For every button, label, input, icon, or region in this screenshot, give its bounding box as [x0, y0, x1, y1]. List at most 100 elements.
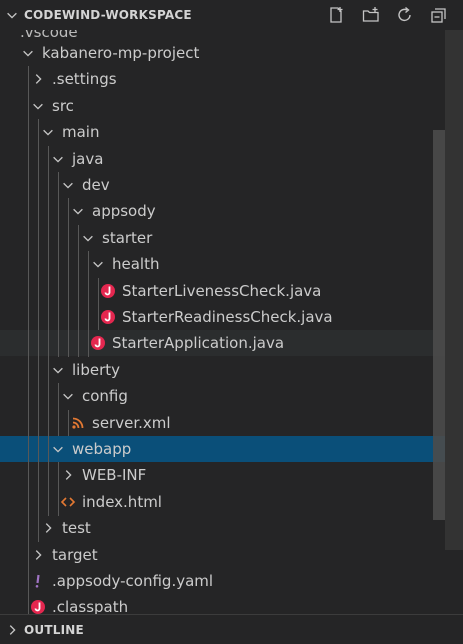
tree-folder-item[interactable]: config — [0, 383, 445, 411]
indent-guide — [28, 462, 29, 490]
tree-folder-item[interactable]: java — [0, 145, 445, 173]
indent-guide — [28, 277, 29, 305]
indent-guide — [48, 145, 49, 173]
indent-guide — [28, 594, 29, 614]
tree-file-item[interactable]: index.html — [0, 488, 445, 516]
new-file-icon[interactable] — [325, 3, 349, 27]
panel-edge — [445, 30, 463, 550]
indent-guide — [68, 224, 69, 252]
indent-guide — [48, 224, 49, 252]
tree-folder-item[interactable]: target — [0, 541, 445, 569]
tree-folder-item[interactable]: main — [0, 119, 445, 147]
indent-guide — [68, 330, 69, 358]
chevron-down-icon[interactable] — [88, 251, 108, 277]
outline-section-header[interactable]: OUTLINE — [0, 614, 463, 644]
chevron-down-icon[interactable] — [18, 40, 38, 66]
indent-guide — [58, 488, 59, 516]
chevron-down-icon[interactable] — [58, 172, 78, 198]
chevron-down-icon[interactable] — [0, 0, 24, 30]
chevron-down-icon[interactable] — [28, 93, 48, 119]
indent-guide — [28, 66, 29, 94]
collapse-all-icon[interactable] — [427, 3, 451, 27]
html-file-icon — [60, 494, 76, 510]
tree-folder-item[interactable]: kabanero-mp-project — [0, 40, 445, 66]
chevron-down-icon[interactable] — [78, 225, 98, 251]
tree-folder-item[interactable]: starter — [0, 224, 445, 252]
tree-item-label: .vscode — [20, 28, 78, 41]
tree-folder-item[interactable]: liberty — [0, 356, 445, 384]
tree-item-label: src — [52, 96, 74, 115]
chevron-down-icon[interactable] — [38, 119, 58, 145]
tree-file-item[interactable]: .appsody-config.yaml — [0, 568, 445, 595]
tree-item-label: liberty — [72, 360, 121, 379]
indent-guide — [58, 224, 59, 252]
tree-folder-item[interactable]: health — [0, 251, 445, 279]
tree-file-item[interactable]: StarterReadinessCheck.java — [0, 304, 445, 331]
tree-item-label: .settings — [52, 70, 117, 89]
scrollbar-thumb[interactable] — [433, 130, 445, 520]
workspace-section-header[interactable]: CODEWIND-WORKSPACE — [0, 0, 463, 30]
tree-file-item[interactable]: StarterLivenessCheck.java — [0, 277, 445, 305]
chevron-down-icon[interactable] — [48, 357, 68, 383]
indent-guide — [28, 304, 29, 331]
tree-folder-item[interactable]: appsody — [0, 198, 445, 226]
indent-guide — [48, 172, 49, 199]
tree-item-label: webapp — [72, 440, 132, 458]
indent-guide — [38, 330, 39, 358]
indent-guide — [38, 198, 39, 226]
indent-guide — [58, 409, 59, 437]
new-folder-icon[interactable] — [359, 3, 383, 27]
tree-item-label: appsody — [92, 202, 156, 221]
indent-guide — [48, 330, 49, 358]
tree-file-item[interactable]: server.xml — [0, 409, 445, 437]
indent-guide — [68, 409, 69, 437]
indent-guide — [88, 251, 89, 279]
tree-file-item[interactable]: StarterApplication.java — [0, 330, 445, 358]
outline-title: OUTLINE — [24, 622, 84, 637]
tree-item-label: StarterLivenessCheck.java — [122, 281, 322, 300]
chevron-right-icon[interactable] — [28, 66, 48, 92]
file-tree: .vscode kabanero-mp-project .settings src m… — [0, 28, 445, 614]
indent-guide — [28, 409, 29, 437]
tree-item-label: dev — [82, 176, 110, 194]
indent-guide — [58, 198, 59, 226]
indent-guide — [58, 277, 59, 305]
tree-folder-item[interactable]: webapp — [0, 436, 445, 463]
chevron-right-icon[interactable] — [28, 542, 48, 568]
tree-item-label: .classpath — [52, 598, 129, 614]
chevron-down-icon[interactable] — [48, 436, 68, 462]
indent-guide — [88, 330, 89, 358]
indent-guide — [38, 383, 39, 411]
indent-guide — [28, 330, 29, 358]
tree-folder-item[interactable]: .settings — [0, 66, 445, 94]
chevron-down-icon[interactable] — [58, 383, 78, 409]
indent-guide — [88, 304, 89, 331]
chevron-down-icon[interactable] — [68, 198, 88, 224]
indent-guide — [48, 383, 49, 411]
indent-guide — [48, 462, 49, 490]
indent-guide — [68, 304, 69, 331]
indent-guide — [38, 356, 39, 384]
indent-guide — [38, 145, 39, 173]
indent-guide — [38, 488, 39, 516]
refresh-icon[interactable] — [393, 3, 417, 27]
indent-guide — [28, 488, 29, 516]
indent-guide — [28, 145, 29, 173]
chevron-right-icon[interactable] — [0, 615, 24, 644]
tree-item-partial[interactable]: .vscode — [0, 28, 445, 45]
indent-guide — [48, 277, 49, 305]
tree-folder-item[interactable]: dev — [0, 172, 445, 199]
tree-folder-item[interactable]: src — [0, 92, 445, 120]
indent-guide — [98, 304, 99, 331]
indent-guide — [38, 515, 39, 543]
chevron-down-icon[interactable] — [48, 146, 68, 172]
tree-item-label: StarterReadinessCheck.java — [122, 308, 333, 326]
chevron-right-icon[interactable] — [58, 462, 78, 488]
tree-folder-item[interactable]: WEB-INF — [0, 462, 445, 490]
indent-guide — [38, 462, 39, 490]
indent-guide — [48, 198, 49, 226]
chevron-right-icon[interactable] — [38, 515, 58, 541]
indent-guide — [48, 409, 49, 437]
tree-file-item[interactable]: .classpath — [0, 594, 445, 614]
tree-folder-item[interactable]: test — [0, 515, 445, 543]
